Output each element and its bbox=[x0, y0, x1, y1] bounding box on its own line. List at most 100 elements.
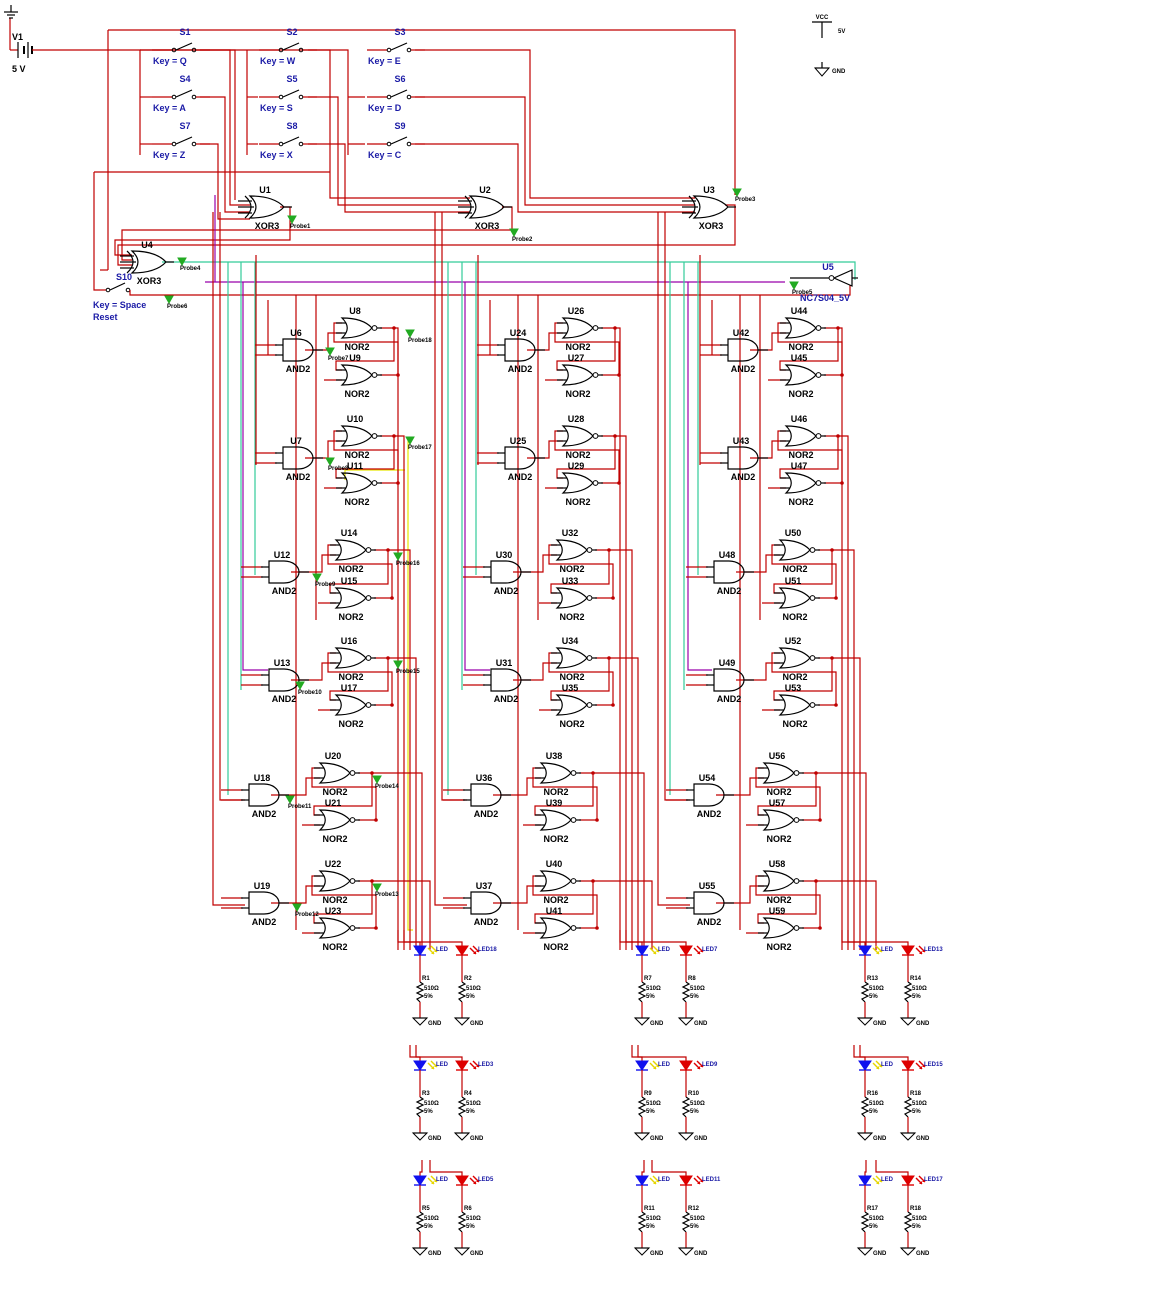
ground-symbol-top bbox=[4, 5, 18, 19]
resistor-tolerance: 5% bbox=[424, 1109, 433, 1115]
led-ref: LED bbox=[436, 1177, 449, 1183]
gate-type: NOR2 bbox=[565, 389, 590, 399]
gate-ref: U24 bbox=[510, 328, 527, 338]
probe-label: Probe17 bbox=[408, 445, 432, 451]
resistor-value: 510Ω bbox=[912, 1101, 927, 1107]
led-blue-5: LED bbox=[413, 1175, 449, 1186]
probe-label: Probe14 bbox=[375, 784, 399, 790]
probe-label: Probe7 bbox=[328, 356, 349, 362]
gate-type: AND2 bbox=[272, 586, 297, 596]
probe-18: Probe18 bbox=[405, 329, 432, 344]
gate-type: AND2 bbox=[286, 472, 311, 482]
led-ground: GND bbox=[677, 1132, 708, 1142]
switch-ref: S7 bbox=[179, 121, 190, 131]
gate-type: AND2 bbox=[731, 364, 756, 374]
led-blue-7: LED bbox=[635, 945, 671, 956]
battery-ref: V1 bbox=[12, 32, 23, 42]
gnd-label: GND bbox=[428, 1021, 442, 1027]
gate-type: NOR2 bbox=[338, 672, 363, 682]
gate-ref: U44 bbox=[791, 306, 808, 316]
probe-7: Probe7 bbox=[325, 347, 349, 362]
resistor-ref: R11 bbox=[644, 1206, 655, 1212]
resistor-tolerance: 5% bbox=[869, 994, 878, 1000]
gate-ref: U1 bbox=[259, 185, 271, 195]
led-ref: LED bbox=[881, 1177, 894, 1183]
gate-type: NOR2 bbox=[559, 564, 584, 574]
gate-ref: U23 bbox=[325, 906, 342, 916]
switch-ref: S6 bbox=[394, 74, 405, 84]
gate-type: NOR2 bbox=[338, 564, 363, 574]
switch-key-label: Key = Space bbox=[93, 300, 146, 310]
gate-ref: U2 bbox=[479, 185, 491, 195]
gate-ref: U45 bbox=[791, 353, 808, 363]
gate-type: NOR2 bbox=[559, 672, 584, 682]
probe-2: Probe2 bbox=[509, 228, 533, 243]
resistor-ref: R9 bbox=[644, 1091, 652, 1097]
battery-value: 5 V bbox=[12, 64, 26, 74]
resistor-tolerance: 5% bbox=[424, 994, 433, 1000]
gate-ref: U43 bbox=[733, 436, 750, 446]
gate-ref: U6 bbox=[290, 328, 302, 338]
gnd-label: GND bbox=[428, 1136, 442, 1142]
gnd-label: GND bbox=[470, 1136, 484, 1142]
gate-ref: U10 bbox=[347, 414, 364, 424]
gate-ref: U37 bbox=[476, 881, 493, 891]
resistor-value: 510Ω bbox=[869, 986, 884, 992]
gate-ref: U22 bbox=[325, 859, 342, 869]
resistor-value: 510Ω bbox=[912, 1216, 927, 1222]
gate-ref: U20 bbox=[325, 751, 342, 761]
probe-8: Probe8 bbox=[325, 457, 349, 472]
probe-label: Probe1 bbox=[290, 224, 311, 230]
gate-type: AND2 bbox=[717, 694, 742, 704]
gate-ref: U13 bbox=[274, 658, 291, 668]
led-ground: GND bbox=[453, 1132, 484, 1142]
switch-ref: S4 bbox=[179, 74, 190, 84]
gate-ref: U51 bbox=[785, 576, 802, 586]
gate-type: NOR2 bbox=[782, 719, 807, 729]
gate-ref: U31 bbox=[496, 658, 513, 668]
switch-key-label: Key = E bbox=[368, 56, 401, 66]
gate-type: AND2 bbox=[508, 472, 533, 482]
switch-ref: S2 bbox=[286, 27, 297, 37]
gate-ref: U40 bbox=[546, 859, 563, 869]
switch-key-label: Key = W bbox=[260, 56, 296, 66]
wires bbox=[40, 29, 909, 1176]
gate-ref: U16 bbox=[341, 636, 358, 646]
switch-key-label: Key = Q bbox=[153, 56, 187, 66]
gate-ref: U49 bbox=[719, 658, 736, 668]
led-red-6: LED5 bbox=[455, 1175, 494, 1186]
led-blue-15: LED bbox=[858, 1060, 894, 1071]
gate-type: XOR3 bbox=[699, 221, 724, 231]
gate-ref: U46 bbox=[791, 414, 808, 424]
gate-ref: U35 bbox=[562, 683, 579, 693]
switch-ref: S3 bbox=[394, 27, 405, 37]
